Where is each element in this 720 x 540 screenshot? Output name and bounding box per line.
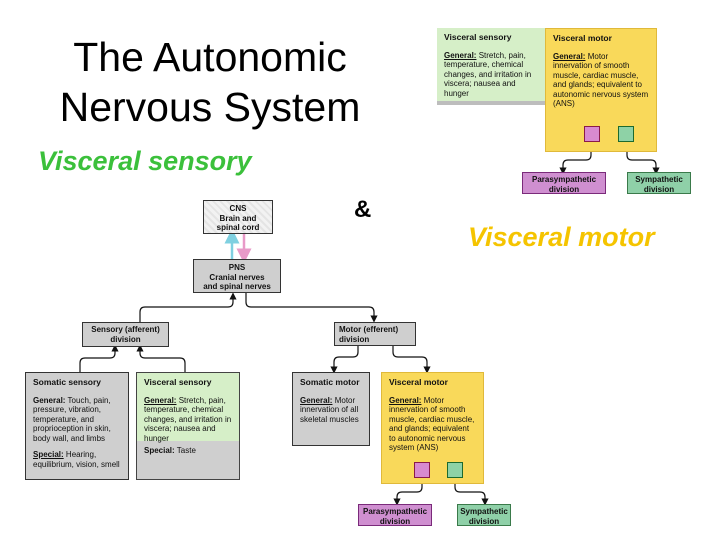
- somatic-motor-box: Somatic motor General: Motor innervation…: [292, 372, 370, 446]
- inset-visceral-motor-box: Visceral motor General: Motor innervatio…: [545, 28, 657, 152]
- arrow-sensory-to-pns: [139, 292, 237, 322]
- inset-visceral-sensory-general: General: Stretch, pain, temperature, che…: [444, 50, 532, 98]
- arrow-visceral-sensory-up: [136, 344, 186, 372]
- sympathetic-marker: [447, 462, 463, 478]
- motor-division-box: Motor (efferent) division: [334, 322, 416, 346]
- ampersand: &: [354, 196, 372, 223]
- visceral-motor-label: Visceral motor: [468, 222, 655, 252]
- arrow-pns-to-motor: [245, 293, 378, 323]
- parasympathetic-marker: [414, 462, 430, 478]
- arrow-bottom-sympathetic: [454, 479, 489, 506]
- sympathetic-division: Sympathetic division: [457, 504, 511, 526]
- inset-sympathetic-marker: [618, 126, 634, 142]
- inset-parasympathetic-marker: [584, 126, 600, 142]
- inset-visceral-sensory-heading: Visceral sensory: [444, 32, 512, 42]
- visceral-sensory-box: Visceral sensory General: Stretch, pain,…: [136, 372, 240, 480]
- inset-visceral-motor-general: General: Motor innervation of smooth mus…: [553, 51, 649, 109]
- pns-box: PNS Cranial nerves and spinal nerves: [193, 259, 281, 293]
- arrow-motor-to-somatic: [330, 346, 359, 374]
- parasympathetic-division: Parasympathetic division: [358, 504, 432, 526]
- inset-arrow-sympathetic: [626, 148, 660, 175]
- sensory-division-box: Sensory (afferent) division: [82, 322, 169, 347]
- inset-sympathetic-division: Sympathetic division: [627, 172, 691, 194]
- inset-parasympathetic-division: Parasympathetic division: [522, 172, 606, 194]
- arrow-motor-to-visceral: [392, 346, 431, 374]
- cns-box: CNS Brain and spinal cord: [203, 200, 273, 234]
- slide-title: The Autonomic Nervous System: [40, 32, 380, 132]
- visceral-sensory-label: Visceral sensory: [38, 146, 252, 176]
- visceral-motor-box: Visceral motor General: Motor innervatio…: [381, 372, 484, 484]
- inset-visceral-sensory-box: Visceral sensory General: Stretch, pain,…: [437, 28, 547, 105]
- inset-visceral-motor-heading: Visceral motor: [553, 33, 612, 43]
- inset-arrow-parasympathetic: [559, 148, 592, 175]
- title-line-2: Nervous System: [59, 84, 361, 130]
- title-line-1: The Autonomic: [73, 34, 347, 80]
- arrow-bottom-parasympathetic: [393, 479, 423, 506]
- arrow-somatic-sensory-up: [79, 344, 119, 372]
- somatic-sensory-box: Somatic sensory General: Touch, pain, pr…: [25, 372, 129, 480]
